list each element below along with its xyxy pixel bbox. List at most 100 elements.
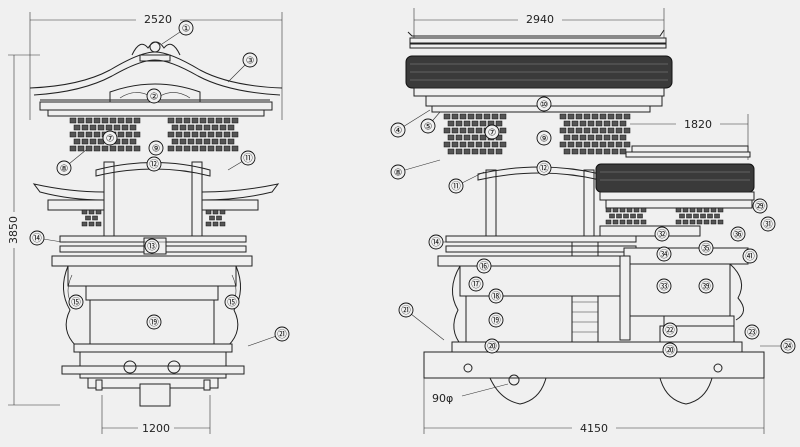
bracket-block <box>626 219 633 225</box>
callout-16: ㉒ <box>662 322 678 338</box>
side-elevation: 2940 1820 <box>390 8 796 435</box>
callout-number: ⑬ <box>147 242 157 253</box>
callout-19: ㉔ <box>760 338 796 354</box>
callout-26: ㊶ <box>742 248 758 264</box>
bracket-block <box>595 148 603 155</box>
bracket-block <box>125 117 133 124</box>
bracket-block <box>591 141 599 148</box>
bracket-block <box>88 221 95 227</box>
bracket-block <box>479 134 487 141</box>
side-columns <box>477 166 601 241</box>
bracket-block <box>499 113 507 120</box>
bracket-block <box>93 131 101 138</box>
callout-20: ㉙ <box>752 198 768 214</box>
bracket-block <box>81 209 88 215</box>
bracket-block <box>495 120 503 127</box>
bracket-block <box>567 113 575 120</box>
bracket-block <box>630 213 636 219</box>
bracket-block <box>623 127 631 134</box>
callout-22: ㉜ <box>654 226 670 242</box>
bracket-block <box>95 209 102 215</box>
bracket-block <box>81 221 88 227</box>
bracket-block <box>607 127 615 134</box>
bracket-block <box>73 138 81 145</box>
bracket-block <box>619 219 626 225</box>
callout-number: ㉟ <box>701 244 711 255</box>
bracket-block <box>611 120 619 127</box>
bracket-block <box>69 131 77 138</box>
bracket-block <box>682 207 689 213</box>
bracket-block <box>219 221 226 227</box>
bracket-block <box>109 145 117 152</box>
callout-4: ⑦ <box>102 130 118 146</box>
bracket-block <box>491 141 499 148</box>
bracket-block <box>175 145 183 152</box>
bracket-block <box>487 148 495 155</box>
callout-7: ⑫ <box>536 160 552 176</box>
bracket-block <box>207 117 215 124</box>
bracket-block <box>455 120 463 127</box>
callout-13: ⑲ <box>146 314 162 330</box>
bracket-block <box>207 131 215 138</box>
bracket-block <box>567 127 575 134</box>
bracket-block <box>471 120 479 127</box>
bracket-block <box>109 117 117 124</box>
side-width-label: 2940 <box>526 13 554 26</box>
bracket-block <box>587 148 595 155</box>
callout-3: ③ <box>227 52 258 83</box>
bracket-block <box>675 207 682 213</box>
callout-2: ② <box>146 88 162 104</box>
bracket-block <box>633 207 640 213</box>
callout-number: ⑲ <box>149 318 159 329</box>
side-bracket-sets <box>443 113 631 155</box>
bracket-block <box>203 138 211 145</box>
callout-number: ⑫ <box>149 160 159 171</box>
front-width-label: 2520 <box>144 13 172 26</box>
bracket-block <box>637 213 643 219</box>
bracket-block <box>89 124 97 131</box>
bracket-block <box>717 207 724 213</box>
height-dimension: 3850 <box>6 54 60 406</box>
bracket-block <box>603 148 611 155</box>
bracket-block <box>615 113 623 120</box>
bracket-block <box>563 148 571 155</box>
bracket-block <box>227 124 235 131</box>
bracket-block <box>633 219 640 225</box>
bracket-block <box>191 145 199 152</box>
bracket-block <box>619 207 626 213</box>
bracket-block <box>710 219 717 225</box>
bracket-block <box>587 120 595 127</box>
bracket-block <box>133 131 141 138</box>
bracket-block <box>133 145 141 152</box>
callout-15: ⑳ <box>484 338 500 354</box>
bracket-block <box>215 117 223 124</box>
bracket-block <box>175 117 183 124</box>
bracket-block <box>183 131 191 138</box>
bracket-block <box>559 141 567 148</box>
callout-number: ④ <box>394 126 403 137</box>
bracket-block <box>113 124 121 131</box>
callout-number: ⑭ <box>431 238 441 249</box>
bracket-block <box>696 207 703 213</box>
bracket-block <box>591 127 599 134</box>
callout-6: ⑨ <box>148 140 164 156</box>
bracket-block <box>231 145 239 152</box>
bracket-block <box>216 215 222 221</box>
callout-25: ㉞ <box>656 246 672 262</box>
bracket-block <box>443 113 451 120</box>
bracket-block <box>703 219 710 225</box>
bracket-block <box>717 219 724 225</box>
bracket-block <box>710 207 717 213</box>
bracket-block <box>219 138 227 145</box>
wheel-dimension: 90φ <box>432 383 509 405</box>
callout-27: ㉝ <box>656 278 672 294</box>
callout-2: ⑤ <box>420 111 441 134</box>
bracket-block <box>575 127 583 134</box>
callout-23: ㊱ <box>730 226 746 242</box>
bracket-block <box>559 127 567 134</box>
bracket-block <box>599 127 607 134</box>
front-width-dimension: 2520 <box>29 12 283 120</box>
callout-number: ⑦ <box>106 134 115 145</box>
bracket-block <box>696 219 703 225</box>
